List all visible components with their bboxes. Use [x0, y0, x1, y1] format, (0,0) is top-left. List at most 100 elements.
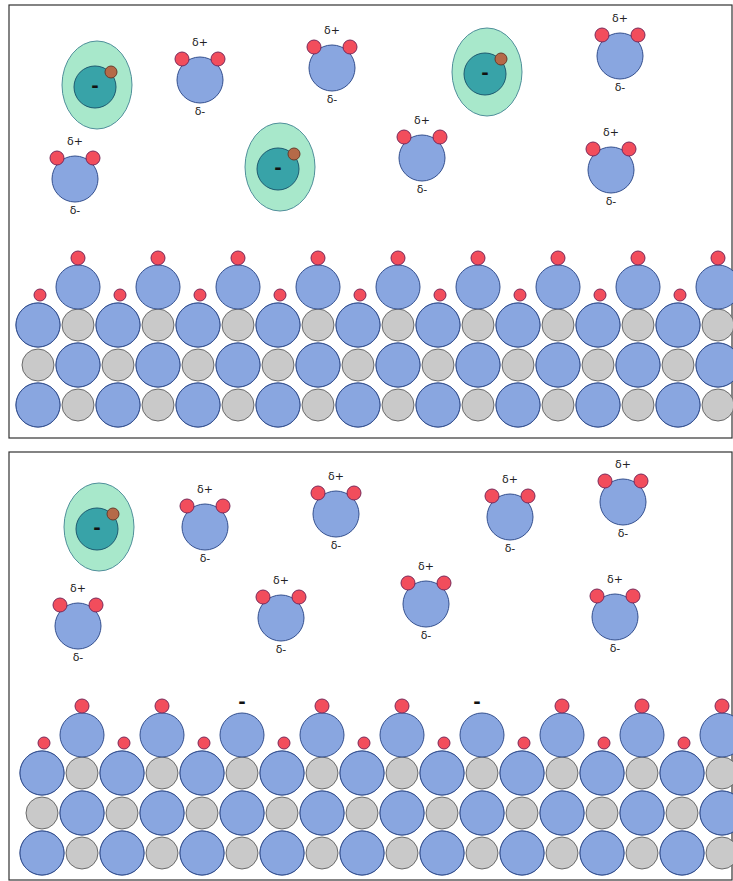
oxygen-atom: [56, 343, 100, 387]
oxygen-atom: [536, 343, 580, 387]
metal-atom: [626, 837, 658, 869]
hydrogen-atom: [631, 251, 645, 265]
oxygen-atom: [16, 383, 60, 427]
surface-oxygen: [220, 713, 264, 757]
surface-oxygen: [296, 265, 340, 309]
metal-atom: [226, 837, 258, 869]
hydrogen-atom: [678, 737, 690, 749]
metal-atom: [306, 837, 338, 869]
metal-atom: [466, 837, 498, 869]
hydrogen-atom: [53, 598, 67, 612]
metal-atom: [662, 349, 694, 381]
hydrogen-atom: [231, 251, 245, 265]
oxygen-atom: [20, 751, 64, 795]
oxygen-atom: [16, 303, 60, 347]
hydrogen-atom: [71, 251, 85, 265]
hydrogen-atom: [315, 699, 329, 713]
partial-charge: δ-: [200, 553, 211, 564]
oxygen-atom: [256, 383, 300, 427]
metal-atom: [506, 797, 538, 829]
hydrogen-atom: [86, 151, 100, 165]
oxygen-atom: [660, 831, 704, 875]
oxygen-atom: [300, 791, 344, 835]
hydrogen-atom: [438, 737, 450, 749]
oxygen-atom: [420, 831, 464, 875]
surface-oxygen: [216, 265, 260, 309]
hydrogen-atom: [107, 508, 119, 520]
hydrogen-atom: [175, 52, 189, 66]
metal-atom: [626, 757, 658, 789]
hydrogen-atom: [590, 589, 604, 603]
partial-charge: δ+: [67, 136, 83, 147]
surface-oxygen: [300, 713, 344, 757]
hydrogen-atom: [595, 28, 609, 42]
surface-oxygen: [376, 265, 420, 309]
ion-charge: -: [274, 159, 281, 177]
oxygen-atom: [96, 383, 140, 427]
oxygen-atom: [336, 383, 380, 427]
oxygen-atom: [656, 383, 700, 427]
partial-charge: δ-: [276, 644, 287, 655]
oxygen-atom: [416, 383, 460, 427]
hydrogen-atom: [635, 699, 649, 713]
hydration-shell: [64, 483, 134, 571]
hydrogen-atom: [401, 576, 415, 590]
hydrogen-atom: [274, 289, 286, 301]
oxygen-atom: [96, 303, 140, 347]
hydrogen-atom: [485, 489, 499, 503]
hydroxide-ion: -: [62, 481, 136, 573]
oxygen-core: [76, 508, 118, 550]
metal-atom: [186, 797, 218, 829]
oxygen-atom: [140, 791, 184, 835]
metal-atom: [222, 309, 254, 341]
oxygen-atom: [256, 383, 300, 427]
oxygen-atom: [580, 751, 624, 795]
oxygen-atom: [500, 831, 544, 875]
metal-atom: [706, 757, 733, 789]
oxygen-atom: [656, 303, 700, 347]
surface-oxygen: [380, 713, 424, 757]
hydrogen-atom: [622, 142, 636, 156]
partial-charge: δ-: [327, 94, 338, 105]
partial-charge: δ+: [607, 574, 623, 585]
oxygen-atom: [60, 791, 104, 835]
partial-charge: δ+: [502, 474, 518, 485]
metal-atom: [382, 389, 414, 421]
oxygen-atom: [540, 791, 584, 835]
oxygen-atom: [176, 383, 220, 427]
metal-atom: [622, 389, 654, 421]
surface-oxygen: [700, 713, 733, 757]
hydrogen-atom: [555, 699, 569, 713]
oxygen-atom: [180, 831, 224, 875]
oxygen-atom: [420, 831, 464, 875]
metal-atom: [142, 309, 174, 341]
oxygen-atom: [456, 343, 500, 387]
partial-charge: δ+: [192, 37, 208, 48]
ion-charge: -: [91, 77, 98, 95]
metal-atom: [546, 757, 578, 789]
partial-charge: δ-: [610, 643, 621, 654]
hydrogen-atom: [216, 499, 230, 513]
partial-charge: δ+: [418, 561, 434, 572]
oxygen-atom: [580, 831, 624, 875]
oxygen-atom: [500, 831, 544, 875]
hydrogen-atom: [711, 251, 725, 265]
metal-atom: [146, 757, 178, 789]
oxygen-atom: [420, 751, 464, 795]
oxygen-atom: [696, 343, 733, 387]
metal-atom: [462, 309, 494, 341]
hydrogen-atom: [395, 699, 409, 713]
oxygen-atom: [60, 791, 104, 835]
metal-atom: [466, 757, 498, 789]
oxygen-core: [464, 53, 506, 95]
surface-oxygen: [56, 265, 100, 309]
hydration-shell: [245, 123, 315, 211]
partial-charge: δ+: [414, 115, 430, 126]
metal-atom: [226, 757, 258, 789]
hydrogen-atom: [551, 251, 565, 265]
partial-charge: δ-: [70, 205, 81, 216]
oxygen-atom: [496, 303, 540, 347]
surface-oxygen: [60, 713, 104, 757]
oxygen-atom: [180, 831, 224, 875]
